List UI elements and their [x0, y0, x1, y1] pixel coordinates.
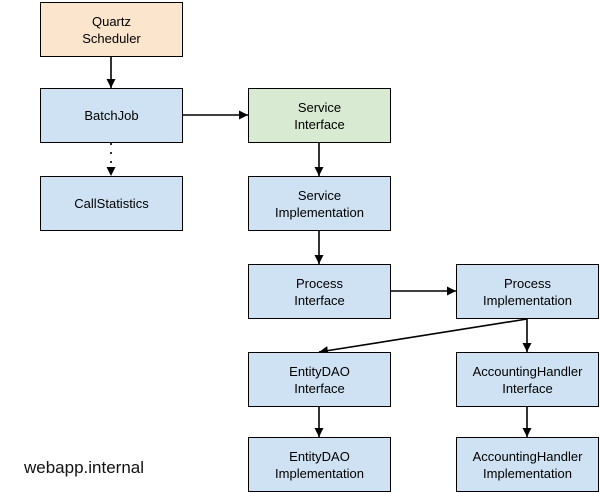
- watermark-text: webapp.internal: [24, 458, 145, 477]
- node-label-line: Quartz: [91, 13, 131, 29]
- node-label-line: Implementation: [275, 465, 364, 481]
- node-label-line: EntityDAO: [289, 448, 350, 464]
- node-label-line: AccountingHandler: [472, 363, 583, 379]
- node-label-line: Interface: [294, 380, 345, 396]
- node-label-line: Service: [297, 99, 342, 115]
- edge-process-implementation-to-entitydao-interface: [318, 318, 528, 356]
- node-label-line: Implementation: [483, 465, 572, 481]
- node-label-line: Interface: [294, 292, 345, 308]
- node-label-line: BatchJob: [84, 108, 139, 123]
- node-label-line: Implementation: [483, 292, 572, 308]
- node-label-line: AccountingHandler: [472, 448, 583, 464]
- node-label-line: Interface: [294, 116, 345, 132]
- node-label-line: CallStatistics: [74, 196, 149, 211]
- node-label-line: EntityDAO: [289, 363, 350, 379]
- node-label-line: Interface: [502, 380, 553, 396]
- node-label-line: Service: [297, 187, 342, 203]
- node-label-line: Process: [296, 275, 343, 291]
- node-batch-job: BatchJob: [40, 88, 183, 143]
- node-label-line: Implementation: [275, 204, 364, 220]
- node-call-statistics: CallStatistics: [40, 176, 183, 231]
- node-label-line: Scheduler: [82, 30, 141, 46]
- node-label-line: Process: [504, 275, 551, 291]
